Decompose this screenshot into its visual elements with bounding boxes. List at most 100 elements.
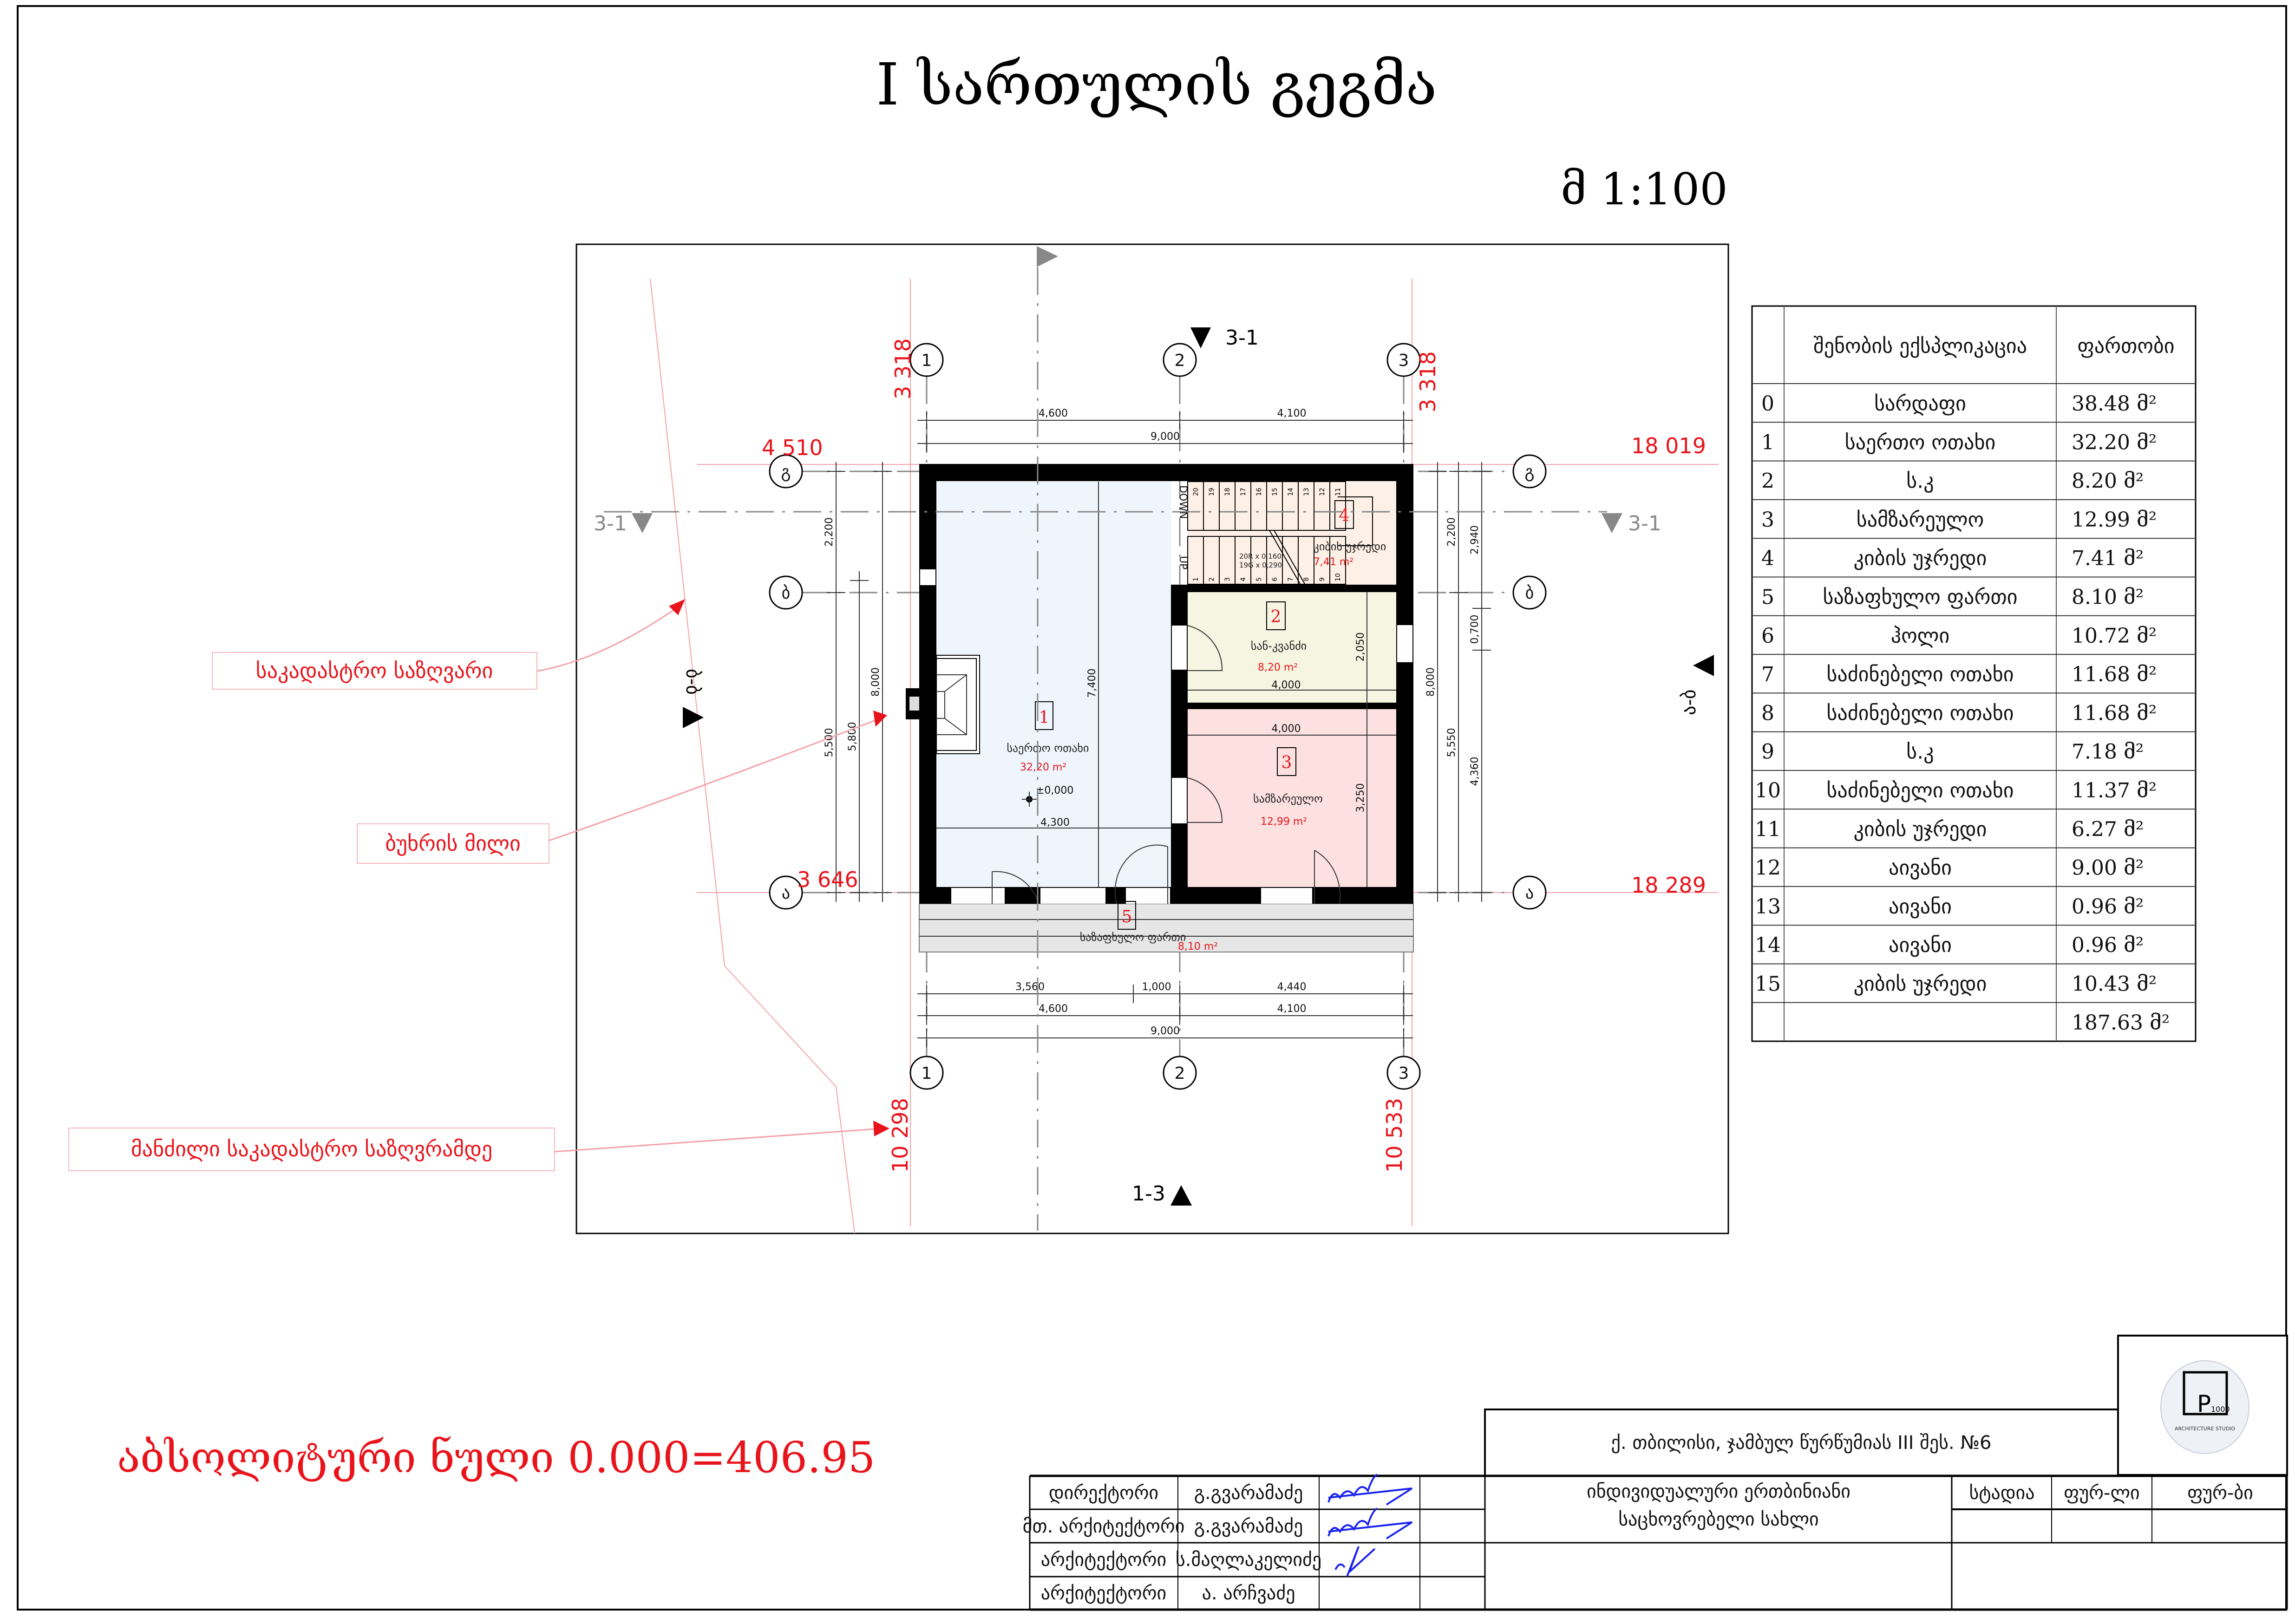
- dimension-label: 4,600: [1039, 1003, 1068, 1015]
- dimension-label: 0,700: [1469, 615, 1481, 644]
- staff-role: დირექტორი: [1049, 1482, 1158, 1504]
- title-block: P 1000 ARCHITECTURE STUDIO ქ. თბილისი, ჯ…: [1023, 1335, 2288, 1611]
- stair-step-number: 7: [1287, 577, 1295, 581]
- table-row: 1 საერთო ოთახი 32.20 მ²: [1761, 430, 2157, 454]
- room-4-area: 7,41 m²: [1314, 556, 1353, 568]
- axis-bubble-ა: ა: [769, 875, 803, 910]
- stair-up-label: UP: [1177, 556, 1189, 569]
- axis-bubble-circle: [1386, 1056, 1421, 1090]
- callout-chimney: ბუხრის მილი: [357, 711, 887, 864]
- logo-text: ARCHITECTURE STUDIO: [2175, 1426, 2235, 1432]
- room-4-fill: [1188, 482, 1396, 585]
- table-cell-name: კიბის უჯრედი: [1854, 817, 1987, 841]
- distance-g-left: 4 510: [762, 435, 823, 460]
- axis-bubble-გ: გ: [769, 454, 803, 489]
- stair-step-number: 19: [1208, 488, 1216, 496]
- table-cell-area: 6.27 მ²: [2072, 817, 2144, 841]
- table-cell-area: 32.20 მ²: [2072, 430, 2157, 454]
- table-cell-name: აივანი: [1889, 895, 1952, 919]
- dimension-label: 9,000: [1151, 1025, 1180, 1037]
- project-name-2: საცხოვრებელი სახლი: [1618, 1509, 1818, 1530]
- table-cell-name: საერთო ოთახი: [1845, 430, 1995, 454]
- room-2-dim-length: 2,050: [1355, 633, 1367, 662]
- table-cell-number: 13: [1755, 895, 1781, 919]
- studio-logo: P 1000 ARCHITECTURE STUDIO: [2160, 1360, 2249, 1454]
- table-cell-area: 8.10 მ²: [2072, 586, 2144, 609]
- table-cell-area: 7.18 მ²: [2072, 740, 2144, 764]
- table-cell-name: საძინებელი ოთახი: [1826, 701, 2014, 725]
- stair-step-number: 5: [1255, 577, 1263, 581]
- table-cell-number: 1: [1761, 430, 1774, 454]
- svg-text:1000: 1000: [2211, 1405, 2230, 1414]
- table-frame: [1751, 305, 2197, 1042]
- room-1-name: საერთო ოთახი: [1007, 742, 1089, 755]
- axis-bubble-ა: ა: [1512, 875, 1547, 910]
- axis-bubble-3: 3: [1386, 1056, 1421, 1090]
- room-3-name: სამზარეულო: [1253, 792, 1323, 805]
- room-4-label: 4 კიბის უჯრედი 7,41 m²: [1314, 500, 1386, 568]
- absolute-zero-label: აბსოლიტური ნული 0.000=406.95: [117, 1433, 875, 1482]
- stair-step-number: 13: [1303, 488, 1310, 496]
- table-cell-number: 11: [1755, 817, 1781, 841]
- staff-name: გ.გვარამაძე: [1194, 1482, 1303, 1504]
- axis-bubble-ბ: ბ: [769, 575, 803, 610]
- stair-step-number: 15: [1271, 488, 1279, 496]
- callout-cadastral-border: საკადასტრო საზღვარი: [212, 599, 685, 690]
- dimension-label: 3,560: [1015, 981, 1045, 993]
- distance-top-left: 3 318: [890, 338, 915, 399]
- table-cell-number: 7: [1761, 663, 1774, 686]
- room-3-dim-width: 4,000: [1272, 723, 1301, 735]
- axis-bubble-label: 1: [922, 1064, 932, 1083]
- sheet-header: ფურ-ლი: [2064, 1482, 2139, 1504]
- stair-step-number: 9: [1319, 577, 1326, 581]
- axis-bubble-circle: [1163, 343, 1197, 377]
- dimension-label: 4,100: [1277, 1003, 1307, 1015]
- axis-bubble-circle: [769, 875, 803, 910]
- room-2-fill: [1188, 592, 1396, 703]
- porch-fill: [919, 903, 1414, 952]
- axis-bubble-label: 2: [1175, 1064, 1185, 1083]
- distance-bottom-left: 10 298: [888, 1098, 913, 1173]
- axis-bubble-1: 1: [909, 1056, 944, 1090]
- room-2-area: 8,20 m²: [1258, 662, 1298, 673]
- stair-step-number: 8: [1303, 577, 1310, 581]
- stair-landing: [1338, 496, 1373, 546]
- stair-step-number: 2: [1208, 577, 1216, 581]
- page-title: I სართულის გეგმა: [876, 51, 1437, 118]
- cadastral-border-line: [650, 278, 855, 1234]
- staff-role: მთ. არქიტექტორი: [1023, 1516, 1185, 1537]
- table-cell-area: 11.37 მ²: [2072, 779, 2157, 802]
- room-5-number: 5: [1122, 907, 1132, 926]
- table-cell-area: 0.96 მ²: [2072, 933, 2144, 957]
- distance-top-right: 3 318: [1415, 351, 1440, 412]
- section-vertical-left: ბ-ბ: [682, 669, 703, 695]
- dimension-label: 4,360: [1469, 757, 1481, 786]
- stair-step: [1329, 536, 1346, 585]
- axis-bubble-circle: [1512, 575, 1547, 610]
- table-cell-number: 12: [1755, 856, 1781, 880]
- table-cell-area: 38.48 მ²: [2072, 392, 2157, 416]
- table-cell-area: 10.72 მ²: [2072, 624, 2157, 648]
- stage-header: სტადია: [1969, 1482, 2034, 1504]
- table-cell-number: 4: [1761, 547, 1774, 570]
- stair-step-number: 11: [1334, 488, 1342, 496]
- scale-label: მ 1:100: [1561, 164, 1728, 215]
- room-4-name: კიბის უჯრედი: [1314, 540, 1386, 553]
- table-row: 11 კიბის უჯრედი 6.27 მ²: [1755, 817, 2144, 841]
- stair-step-number: 4: [1240, 577, 1247, 581]
- table-cell-area: 8.20 მ²: [2072, 470, 2144, 493]
- cadastral-distances: 3 318 3 318 4 510 18 019 3 646 18 289 10…: [762, 338, 1706, 1173]
- table-cell-number: 10: [1755, 779, 1781, 802]
- axis-bubble-circle: [909, 343, 944, 377]
- dimension-label: 9,000: [1151, 431, 1180, 443]
- project-name-1: ინდივიდუალური ერთბინიანი: [1587, 1481, 1850, 1502]
- stair-down-label: DOWN: [1177, 485, 1189, 519]
- stair-step-number: 14: [1287, 488, 1295, 496]
